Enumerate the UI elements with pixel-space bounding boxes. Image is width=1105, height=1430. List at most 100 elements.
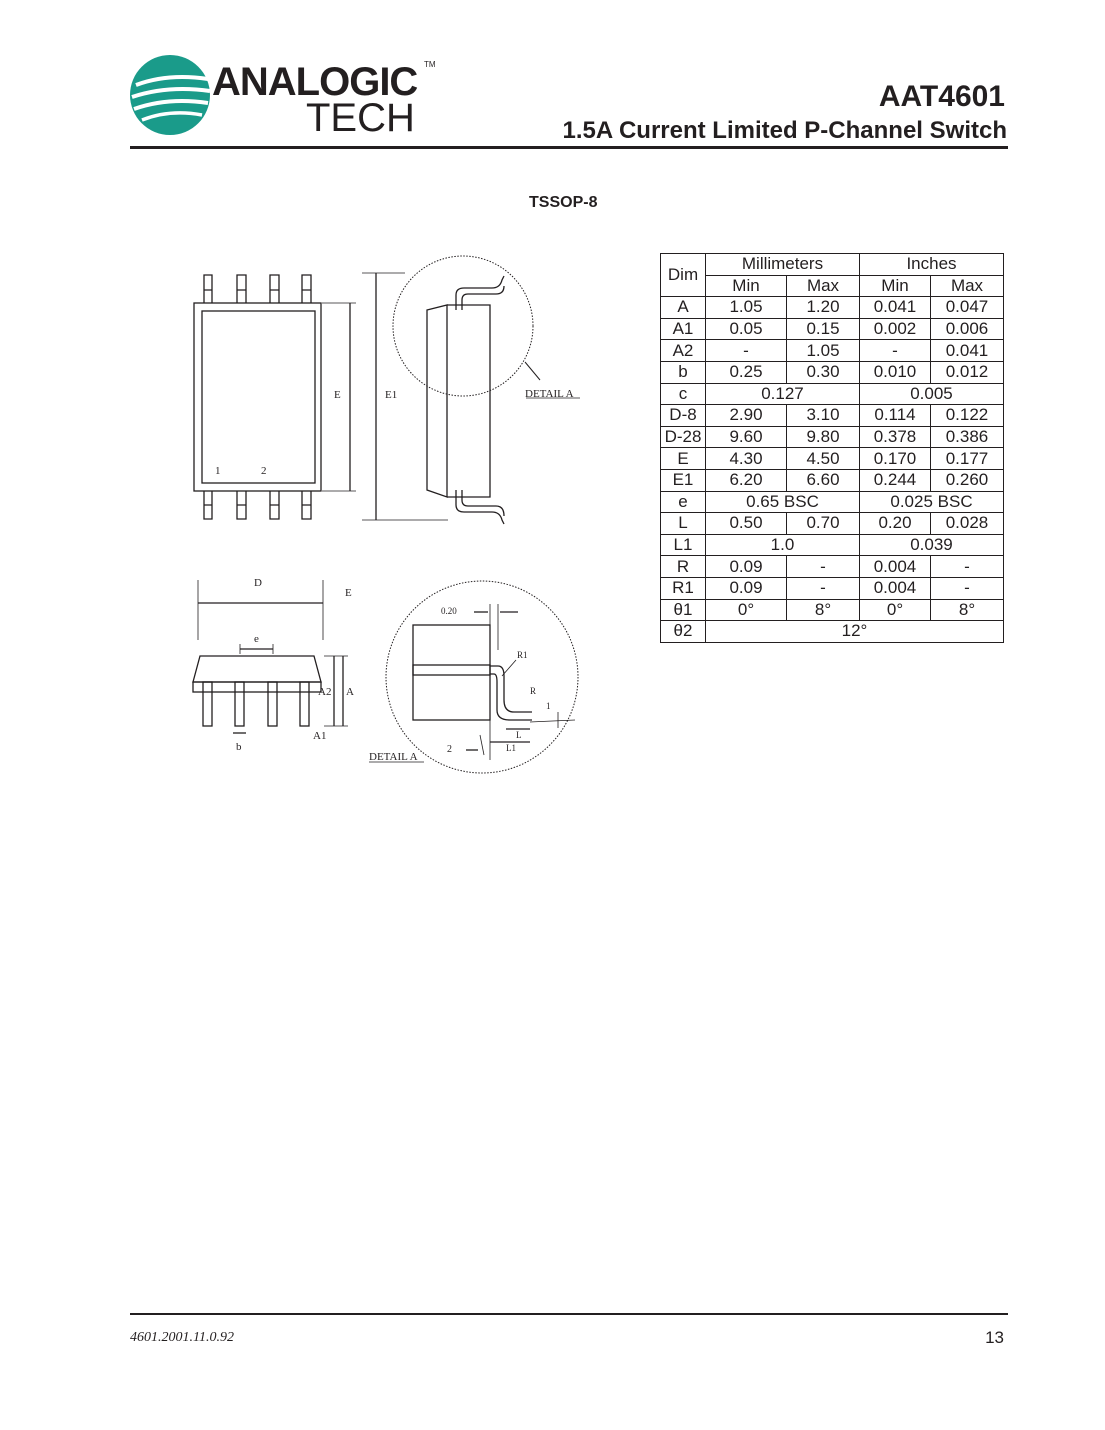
label-A1: A1 xyxy=(313,730,326,742)
in-max-cell: - xyxy=(930,555,1004,578)
dim-cell: L xyxy=(660,512,706,535)
in-value-cell: 0.025 BSC xyxy=(859,490,1004,514)
mm-max-cell: 4.50 xyxy=(786,447,860,470)
dim-cell: D-28 xyxy=(660,425,706,449)
mm-max-cell: 9.80 xyxy=(786,425,860,449)
label-E-side: E xyxy=(345,587,352,599)
in-min-cell: 0.114 xyxy=(859,404,931,427)
dim-cell: A2 xyxy=(660,339,706,362)
mm-min-cell: - xyxy=(705,339,787,362)
in-value-cell: 0.039 xyxy=(859,533,1004,557)
mm-max-cell: - xyxy=(786,555,860,578)
dim-cell: c xyxy=(660,382,706,406)
mm-min-cell: 6.20 xyxy=(705,468,787,492)
in-max-cell: 0.006 xyxy=(930,317,1004,341)
header-divider xyxy=(130,146,1008,149)
in-max-cell: - xyxy=(930,576,1004,600)
dim-cell: E1 xyxy=(660,468,706,492)
label-E1: E1 xyxy=(385,389,397,401)
dim-cell: b xyxy=(660,360,706,384)
dimension-table: Dim Millimeters Inches Min Max Min Max A… xyxy=(660,252,1004,643)
subheader-mm-min: Min xyxy=(705,274,787,298)
in-value-cell: 0.005 xyxy=(859,382,1004,406)
in-max-cell: 0.122 xyxy=(930,404,1004,427)
in-min-cell: 0.041 xyxy=(859,296,931,319)
mm-max-cell: 3.10 xyxy=(786,404,860,427)
dim-cell: θ1 xyxy=(660,598,706,622)
label-L: L xyxy=(516,730,522,740)
header-inches: Inches xyxy=(859,253,1004,276)
mm-max-cell: 6.60 xyxy=(786,468,860,492)
in-max-cell: 0.386 xyxy=(930,425,1004,449)
label-gauge: 0.20 xyxy=(441,606,457,616)
in-min-cell: 0.004 xyxy=(859,555,931,578)
footer-divider xyxy=(130,1313,1008,1315)
analogictech-logo: ANALOGIC TM TECH xyxy=(130,55,436,140)
in-max-cell: 0.260 xyxy=(930,468,1004,492)
logo-wordmark-top: ANALOGIC xyxy=(212,60,417,104)
document-id: 4601.2001.11.0.92 xyxy=(130,1330,234,1345)
label-detail-a-bottom: DETAIL A xyxy=(369,751,418,763)
in-min-cell: 0.004 xyxy=(859,576,931,600)
table-row: A2-1.05-0.041 xyxy=(660,339,1004,362)
table-header-row: Dim Millimeters Inches xyxy=(660,252,1004,298)
logo-wordmark-bottom: TECH xyxy=(306,96,415,140)
dim-cell: e xyxy=(660,490,706,514)
subheader-in-min: Min xyxy=(859,274,931,298)
mm-value-cell: 0.65 BSC xyxy=(705,490,860,514)
label-theta1: 1 xyxy=(546,701,551,711)
mm-min-cell: 9.60 xyxy=(705,425,787,449)
mm-min-cell: 1.05 xyxy=(705,296,787,319)
mm-min-cell: 0.05 xyxy=(705,317,787,341)
page-number: 13 xyxy=(985,1328,1004,1347)
mm-max-cell: 0.15 xyxy=(786,317,860,341)
dim-cell: R1 xyxy=(660,576,706,600)
mm-max-cell: 1.05 xyxy=(786,339,860,362)
value-cell: 12° xyxy=(705,620,1004,643)
dim-cell: A xyxy=(660,296,706,319)
mm-value-cell: 1.0 xyxy=(705,533,860,557)
in-min-cell: 0.244 xyxy=(859,468,931,492)
label-pin2: 2 xyxy=(261,465,267,477)
in-max-cell: 0.047 xyxy=(930,296,1004,319)
mm-min-cell: 2.90 xyxy=(705,404,787,427)
label-theta2: 2 xyxy=(447,744,452,755)
dim-cell: L1 xyxy=(660,533,706,557)
table-subheader-row: Min Max Min Max xyxy=(661,274,1004,298)
in-max-cell: 0.177 xyxy=(930,447,1004,470)
label-R: R xyxy=(530,686,536,696)
part-number: AAT4601 xyxy=(878,80,1005,113)
document-title: 1.5A Current Limited P-Channel Switch xyxy=(562,117,1007,144)
label-E: E xyxy=(334,389,341,401)
in-max-cell: 0.012 xyxy=(930,360,1004,384)
in-max-cell: 0.028 xyxy=(930,512,1004,535)
in-min-cell: - xyxy=(859,339,931,362)
mm-max-cell: 1.20 xyxy=(786,296,860,319)
mm-value-cell: 0.127 xyxy=(705,382,860,406)
in-min-cell: 0.20 xyxy=(859,512,931,535)
in-min-cell: 0.010 xyxy=(859,360,931,384)
mm-min-cell: 0.09 xyxy=(705,555,787,578)
dim-cell: E xyxy=(660,447,706,470)
in-max-cell: 0.041 xyxy=(930,339,1004,362)
dim-cell: R xyxy=(660,555,706,578)
package-outline-drawing: E E1 DETAIL A 1 2 D E e A2 A A1 b 0.20 R… xyxy=(192,255,580,774)
label-e: e xyxy=(254,633,259,645)
mm-max-cell: - xyxy=(786,576,860,600)
subheader-mm-max: Max xyxy=(786,274,860,298)
dim-cell: A1 xyxy=(660,317,706,341)
